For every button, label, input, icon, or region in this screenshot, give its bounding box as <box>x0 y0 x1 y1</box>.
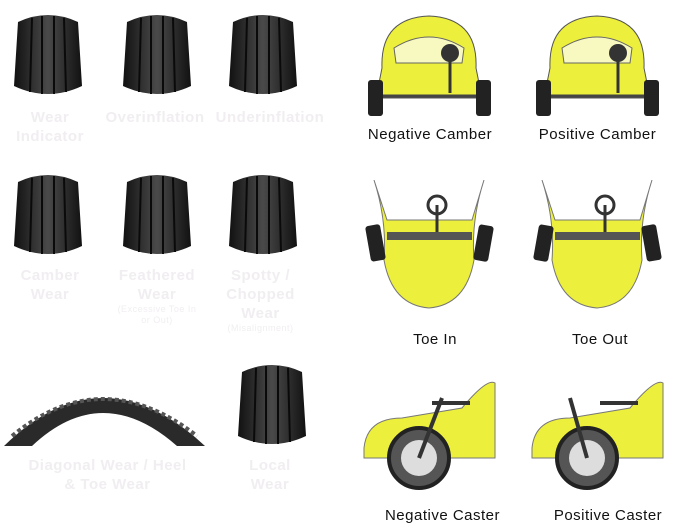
label-positive-caster: Positive Caster <box>553 507 663 524</box>
label-overinflation: Overinflation <box>105 109 205 126</box>
tire-overinflation-image <box>121 12 193 96</box>
label-toe-out: Toe Out <box>571 331 629 348</box>
toe-out-image <box>533 180 662 310</box>
negative-camber-image <box>362 8 497 123</box>
label-toe-in: Toe In <box>413 331 457 348</box>
label-feathered-wear: Feathered Wear(Excessive Toe In or Out) <box>112 266 202 326</box>
feathered-wear-note: (Excessive Toe In or Out) <box>117 304 197 325</box>
tire-diagonal-wear-image <box>4 397 205 446</box>
label-diagonal-wear: Diagonal Wear / Heel & Toe Wear <box>28 457 187 493</box>
tire-underinflation-image <box>227 12 299 96</box>
tire-spotty-wear-image <box>227 172 299 256</box>
label-camber-wear: Camber Wear <box>20 267 80 303</box>
tire-local-wear-image <box>236 362 308 446</box>
tire-camber-wear-image <box>12 172 84 256</box>
tire-wear-indicator-image <box>12 12 84 96</box>
positive-caster-image <box>530 378 665 493</box>
label-negative-camber: Negative Camber <box>367 126 493 143</box>
positive-camber-image <box>530 8 665 123</box>
label-local-wear: Local Wear <box>249 457 291 493</box>
tire-feathered-wear-image <box>121 172 193 256</box>
label-positive-camber: Positive Camber <box>538 126 657 143</box>
label-underinflation: Underinflation <box>215 109 325 126</box>
spotty-wear-note: (Misalignment) <box>227 323 294 333</box>
toe-in-image <box>365 180 494 310</box>
negative-caster-image <box>362 378 497 493</box>
label-wear-indicator: Wear Indicator <box>16 109 84 145</box>
label-negative-caster: Negative Caster <box>384 507 501 524</box>
label-spotty-wear: Spotty / Chopped Wear(Misalignment) <box>218 266 303 334</box>
